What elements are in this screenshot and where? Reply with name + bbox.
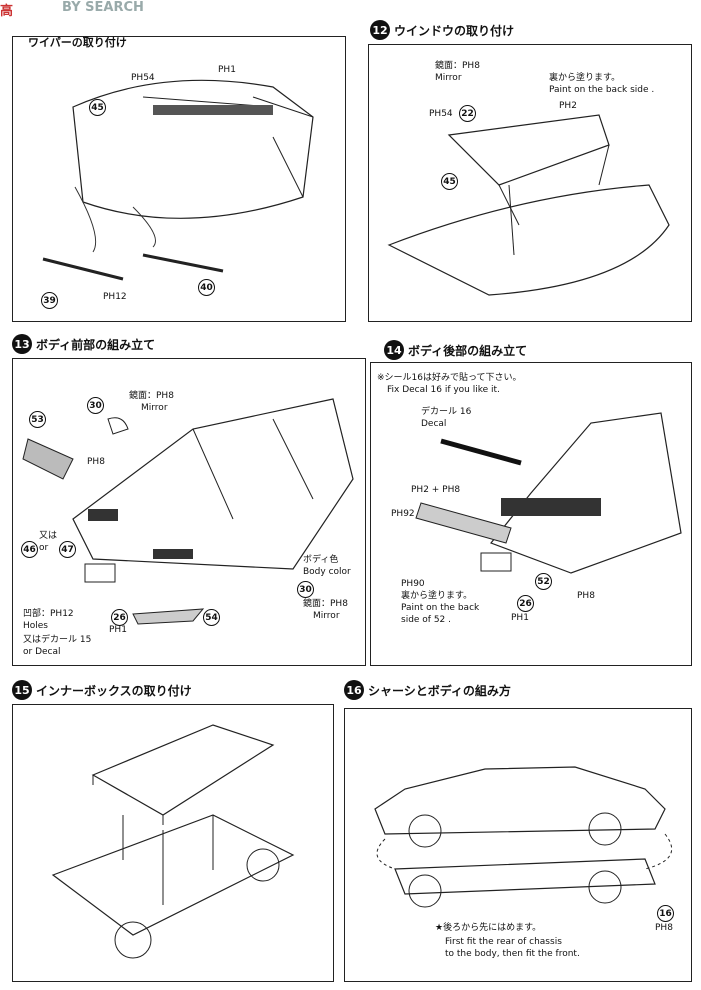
step-number: 14 bbox=[384, 340, 404, 360]
mirror2-jp: 鏡面：PH8 bbox=[303, 599, 348, 609]
paint-jp: 裏から塗ります。 bbox=[549, 73, 621, 83]
part-53: 53 bbox=[29, 411, 46, 428]
step-number: 12 bbox=[370, 20, 390, 40]
panel-wiper: ワイパーの取り付け PH54 PH1 45 39 40 PH12 bbox=[12, 36, 346, 322]
part-39: 39 bbox=[41, 292, 58, 309]
code-ph1: PH1 bbox=[109, 625, 127, 635]
step-number: 13 bbox=[12, 334, 32, 354]
decal-jp: デカール 16 bbox=[421, 407, 472, 417]
step-13-header: 13 ボディ前部の組み立て bbox=[12, 334, 155, 354]
part-46: 46 bbox=[21, 541, 38, 558]
code-ph92: PH92 bbox=[391, 509, 415, 519]
or-jp: 又は bbox=[39, 531, 58, 541]
part-30b: 30 bbox=[297, 581, 314, 598]
panel-front-body: 30 鏡面：PH8 Mirror 53 PH8 46 又は or 47 凹部：P… bbox=[12, 358, 366, 666]
note-en2: to the body, then fit the front. bbox=[445, 949, 580, 959]
code-ph54: PH54 bbox=[429, 109, 453, 119]
paint-en2: side of 52 . bbox=[401, 615, 452, 625]
step-title: シャーシとボディの組み方 bbox=[368, 683, 511, 698]
code-ph2-8: PH2 + PH8 bbox=[411, 485, 461, 495]
code-ph8: PH8 bbox=[655, 923, 673, 933]
step-12-header: 12 ウインドウの取り付け bbox=[370, 20, 514, 40]
part-22: 22 bbox=[459, 105, 476, 122]
panel-rear-body: ※シール16は好みで貼って下さい。 Fix Decal 16 if you li… bbox=[370, 362, 692, 666]
chassis-body-illustration bbox=[374, 766, 673, 908]
part-45: 45 bbox=[89, 99, 106, 116]
body-en: Body color bbox=[303, 567, 351, 577]
part-26: 26 bbox=[517, 595, 534, 612]
rear-window-illustration bbox=[387, 114, 670, 296]
step-15-header: 15 インナーボックスの取り付け bbox=[12, 680, 192, 700]
interior-tub-illustration bbox=[51, 724, 295, 959]
car-hood-illustration bbox=[42, 79, 314, 281]
car-rear-illustration bbox=[415, 412, 682, 574]
part-26: 26 bbox=[111, 609, 128, 626]
note-en1: First fit the rear of chassis bbox=[445, 937, 562, 947]
step-title: インナーボックスの取り付け bbox=[36, 683, 192, 698]
watermark-brand: BY SEARCH bbox=[62, 0, 144, 15]
note-en: Fix Decal 16 if you like it. bbox=[387, 385, 500, 395]
mirror-en: Mirror bbox=[435, 73, 462, 83]
part-30: 30 bbox=[87, 397, 104, 414]
paint-jp: 裏から塗ります。 bbox=[401, 591, 473, 601]
step-title: ウインドウの取り付け bbox=[394, 23, 515, 38]
step-16-header: 16 シャーシとボディの組み方 bbox=[344, 680, 511, 700]
panel-inner-box bbox=[12, 704, 334, 982]
watermark-logo: 高 bbox=[0, 4, 14, 19]
mirror2-en: Mirror bbox=[313, 611, 340, 621]
part-16: 16 bbox=[657, 905, 674, 922]
part-47: 47 bbox=[59, 541, 76, 558]
holes-en: Holes bbox=[23, 621, 49, 631]
code-ph54: PH54 bbox=[131, 73, 155, 83]
code-ph1: PH1 bbox=[218, 65, 236, 75]
mirror-jp: 鏡面：PH8 bbox=[435, 61, 480, 71]
body-jp: ボディ色 bbox=[303, 555, 339, 565]
paint-en: Paint on the back bbox=[401, 603, 480, 613]
step-title: ボディ前部の組み立て bbox=[36, 337, 156, 352]
holes-jp: 凹部：PH12 bbox=[23, 609, 74, 619]
mirror-jp: 鏡面：PH8 bbox=[129, 391, 174, 401]
panel-window: 鏡面：PH8 Mirror 裏から塗ります。 Paint on the back… bbox=[368, 44, 692, 322]
part-45: 45 bbox=[441, 173, 458, 190]
code-ph8: PH8 bbox=[87, 457, 105, 467]
part-40: 40 bbox=[198, 279, 215, 296]
decal-en: or Decal bbox=[23, 647, 61, 657]
part-52: 52 bbox=[535, 573, 552, 590]
code-ph1: PH1 bbox=[511, 613, 529, 623]
part-54: 54 bbox=[203, 609, 220, 626]
panel-chassis-body: 16 PH8 ★後ろから先にはめます。 First fit the rear o… bbox=[344, 708, 692, 982]
step-number: 15 bbox=[12, 680, 32, 700]
code-ph12: PH12 bbox=[103, 292, 127, 302]
note-jp: ★後ろから先にはめます。 bbox=[435, 923, 542, 933]
step-title: ボディ後部の組み立て bbox=[408, 343, 528, 358]
note-jp: ※シール16は好みで貼って下さい。 bbox=[377, 373, 522, 383]
step-14-header: 14 ボディ後部の組み立て bbox=[384, 340, 527, 360]
panel-title: ワイパーの取り付け bbox=[28, 36, 127, 49]
code-ph8: PH8 bbox=[577, 591, 595, 601]
step-number: 16 bbox=[344, 680, 364, 700]
car-front-illustration bbox=[22, 398, 354, 625]
code-ph90: PH90 bbox=[401, 579, 425, 589]
decal-en: Decal bbox=[421, 419, 447, 429]
code-ph2: PH2 bbox=[559, 101, 577, 111]
decal-jp: 又はデカール 15 bbox=[23, 635, 92, 645]
mirror-en: Mirror bbox=[141, 403, 168, 413]
or-en: or bbox=[39, 543, 49, 553]
paint-en: Paint on the back side . bbox=[549, 85, 655, 95]
